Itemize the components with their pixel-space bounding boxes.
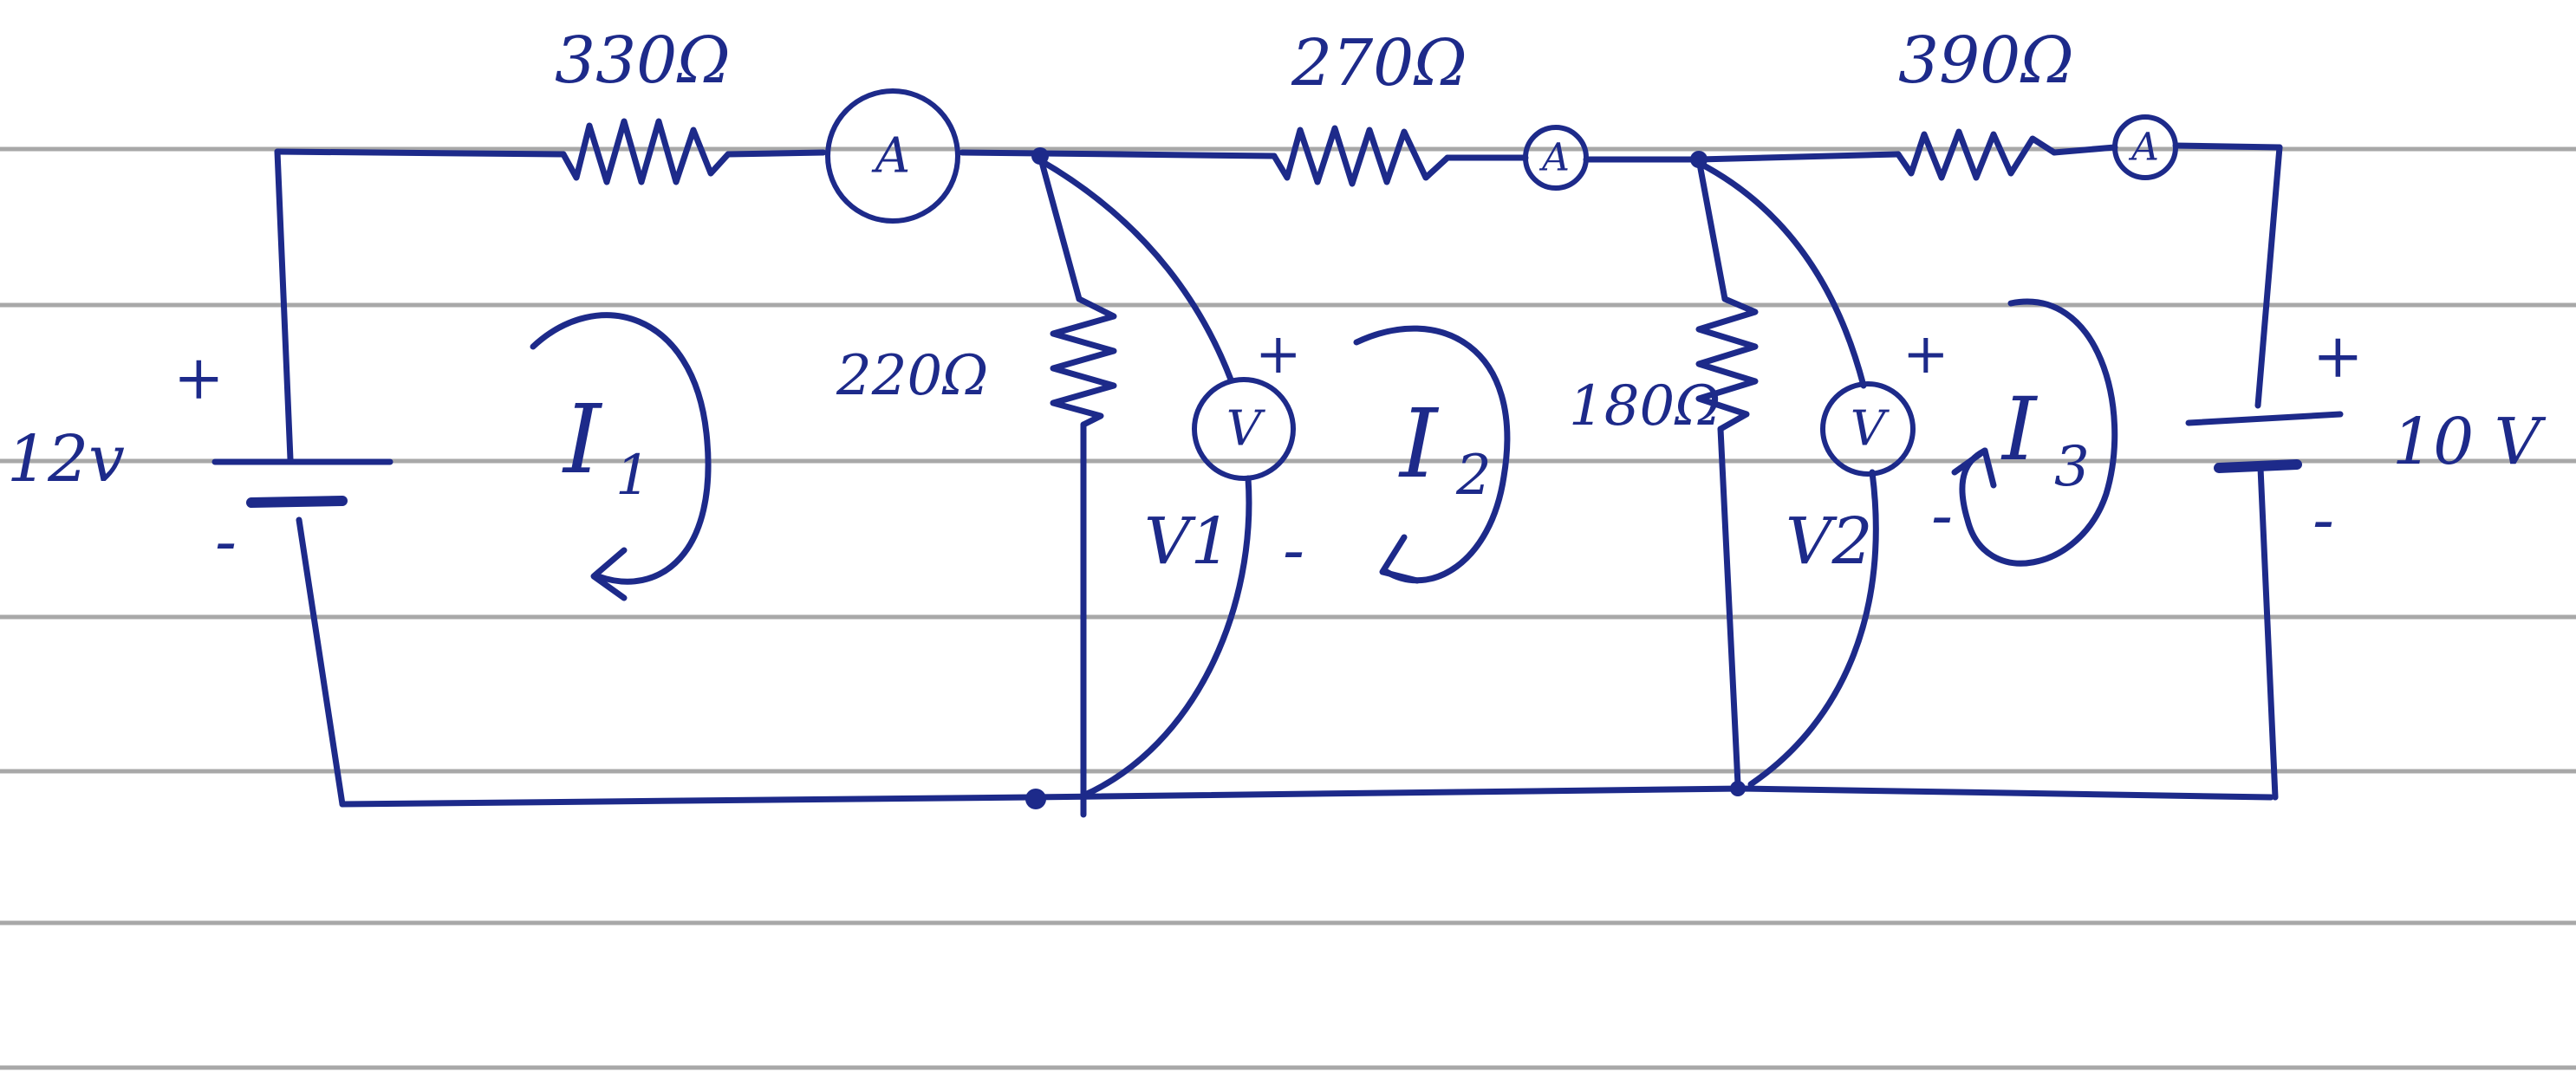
voltmeter-v1-lead-top [1037,157,1234,383]
top-wire-right [1695,151,1902,163]
top-wire-right-2 [2051,144,2118,156]
voltmeter-v2-circle [1820,381,1916,477]
middle-branch-upper [1037,153,1083,302]
battery-right-long-plate [2185,411,2344,426]
battery-right: 10 V + - [2185,321,2547,557]
resistor-r5-label: 180Ω [1569,374,1721,438]
battery-right-value: 10 V [2392,405,2547,479]
voltmeter-v1-plus: + [1255,322,1302,386]
resistor-r5-symbol [1695,295,1759,432]
resistor-r2-label: 270Ω [1291,26,1467,101]
resistor-r1-label: 330Ω [555,23,731,98]
left-wire-upper [274,148,294,463]
voltmeter-v1-minus: - [1283,513,1304,588]
loop-i2: I 2 [1353,325,1511,584]
battery-left-value: 12v [7,422,125,497]
ammeter-3-label: A [2128,126,2159,170]
right-wire-lower [2257,464,2279,801]
voltmeter-v2-symbol: V [1851,401,1890,458]
top-wire-right-3 [2172,142,2283,151]
loop-i2-letter: I [1398,388,1440,499]
battery-right-short-plate [2214,459,2302,473]
top-wire-left-2 [725,149,827,158]
voltmeter-v2-lead-bottom [1747,469,1879,788]
loop-i2-arrowhead [1379,534,1421,584]
voltmeter-v1-lead-bottom [1080,475,1252,799]
junction-dot [1730,781,1746,796]
top-wire-node1-a [959,149,1278,159]
loop-i3-arrow-path [1959,298,2118,567]
bottom-wire [339,785,2274,808]
ammeter-3-circle [2112,114,2178,180]
loop-i2-arrow-path [1353,325,1511,584]
ammeter-2-label: A [1538,136,1570,180]
ruled-lines [0,146,2576,1070]
ammeter-2-circle [1523,125,1589,191]
resistor-r4-symbol [1050,295,1117,428]
voltmeter-v1-label: V1 [1144,504,1232,579]
junction-dot [1690,151,1708,168]
right-branch-lower [1717,425,1741,788]
voltmeter-v2-label: V2 [1786,504,1873,579]
ammeter-2: A [1523,125,1589,191]
resistor-r4-label: 220Ω [836,344,988,408]
battery-right-plus: + [2313,321,2364,392]
loop-i1-arrowhead [590,547,628,601]
loop-i3-letter: I [2000,379,2039,480]
voltmeter-v1-symbol: V [1226,401,1266,458]
battery-left: 12v + - [7,342,394,579]
resistor-labels: 330Ω 270Ω 390Ω 220Ω 180Ω [555,23,2074,438]
loop-i1: I 1 [530,312,712,601]
resistor-r2-symbol [1271,125,1451,187]
loop-i2-sub: 2 [1455,444,1492,508]
resistor-r1-symbol [560,118,732,185]
voltmeter-v2: V + - V2 [1786,322,1953,579]
loop-i1-arrow-path [530,312,712,585]
right-branch-upper [1695,156,1728,302]
ammeter-1-label: A [871,128,910,185]
ammeter-1: A [825,88,960,224]
ammeters: A A A [825,88,2178,224]
junction-dot [1031,147,1049,165]
resistor-r3-label: 390Ω [1898,23,2074,98]
voltmeter-v1-circle [1192,377,1296,481]
left-wire-lower [296,516,346,808]
top-wire-left [274,148,567,158]
battery-left-plus: + [173,342,224,413]
batteries: 12v + - 10 V + - [7,321,2547,579]
right-wire-upper [2254,144,2283,409]
ammeter-3: A [2112,114,2178,180]
loop-i3: I 3 [1951,298,2118,567]
battery-right-minus: - [2313,483,2334,557]
voltmeter-v1: V + - V1 [1144,322,1304,588]
loop-i3-sub: 3 [2054,435,2090,499]
loop-i3-arrowhead [1951,447,1997,489]
circuit-wires [274,142,2283,818]
loop-i1-letter: I [562,384,603,495]
voltmeters: V + - V1 V + - V2 [1144,322,1953,588]
loop-i1-sub: 1 [615,444,651,508]
voltmeter-v2-plus: + [1903,322,1949,386]
junction-dot [1025,789,1046,809]
resistors [560,118,2058,432]
mesh-loops: I 1 I 2 I 3 [530,298,2118,601]
voltmeter-v2-lead-top [1695,159,1867,389]
resistor-r3-symbol [1895,128,2058,181]
battery-left-minus: - [215,504,237,579]
voltmeter-v2-minus: - [1931,478,1953,553]
ammeter-1-circle [825,88,960,224]
battery-left-short-plate [246,496,348,508]
